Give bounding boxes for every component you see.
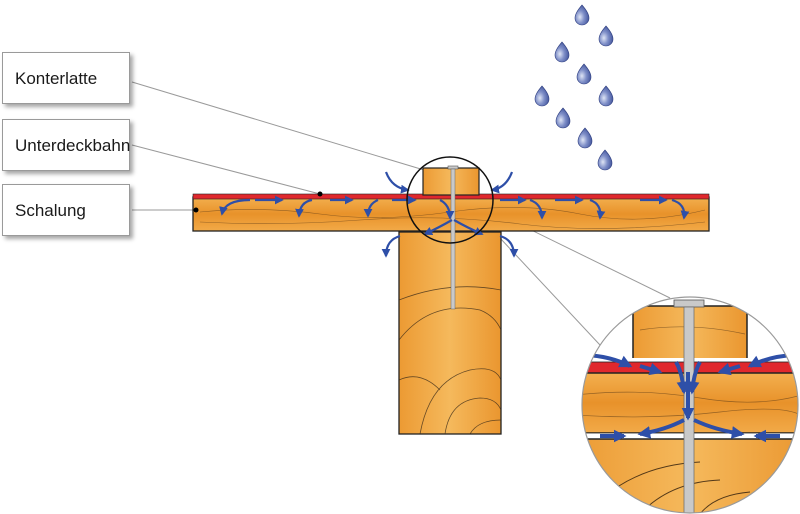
raindrop-icon xyxy=(597,149,613,171)
label-unterdeckbahn-text: Unterdeckbahn xyxy=(15,136,131,155)
water-flow-arrow-icon xyxy=(363,198,379,218)
marker-dot-schalung xyxy=(193,207,199,213)
zoom-detail xyxy=(581,296,799,514)
nail-icon xyxy=(447,165,459,310)
water-flow-arrow-icon xyxy=(453,219,484,236)
raindrop-icon xyxy=(598,25,614,47)
raindrop-icon xyxy=(598,85,614,107)
water-flow-arrow-icon xyxy=(295,198,313,218)
raindrop-icon xyxy=(577,127,593,149)
raindrop-icon xyxy=(555,107,571,129)
raindrop-icon xyxy=(534,85,550,107)
label-unterdeckbahn: Unterdeckbahn xyxy=(2,119,130,171)
water-flow-arrow-icon xyxy=(639,362,663,376)
marker-dot-unterdeckbahn xyxy=(317,191,323,197)
water-flow-arrow-icon xyxy=(589,198,606,220)
label-konterlatte: Konterlatte xyxy=(2,52,130,104)
water-flow-arrow-icon xyxy=(490,171,514,194)
leader-unterdeckbahn xyxy=(131,144,321,195)
water-flow-arrow-icon xyxy=(637,418,685,439)
water-flow-arrow-icon xyxy=(674,360,690,395)
water-flow-arrow-icon xyxy=(381,234,401,258)
water-flow-arrow-icon xyxy=(529,198,547,220)
leader-konterlatte xyxy=(131,81,425,171)
water-flow-arrow-icon xyxy=(219,198,251,216)
water-flow-arrow-icon xyxy=(693,418,745,439)
label-schalung: Schalung xyxy=(2,184,130,236)
board-flow-arrows xyxy=(219,171,690,258)
label-schalung-text: Schalung xyxy=(15,201,86,220)
raindrop-icon xyxy=(574,4,590,26)
raindrop-icon xyxy=(554,41,570,63)
label-konterlatte-text: Konterlatte xyxy=(15,69,98,88)
water-flow-arrow-icon xyxy=(423,219,453,236)
water-flow-arrow-icon xyxy=(686,360,702,395)
water-flow-arrow-icon xyxy=(384,171,410,194)
water-flow-arrow-icon xyxy=(499,234,519,258)
water-flow-arrow-icon xyxy=(671,198,690,220)
raindrop-icon xyxy=(576,63,592,85)
raindrops xyxy=(534,4,614,171)
water-flow-arrow-icon xyxy=(717,362,741,376)
water-flow-arrow-icon xyxy=(439,199,455,220)
detail-magnifier-circle xyxy=(406,156,494,244)
rafter-beam xyxy=(398,231,502,435)
